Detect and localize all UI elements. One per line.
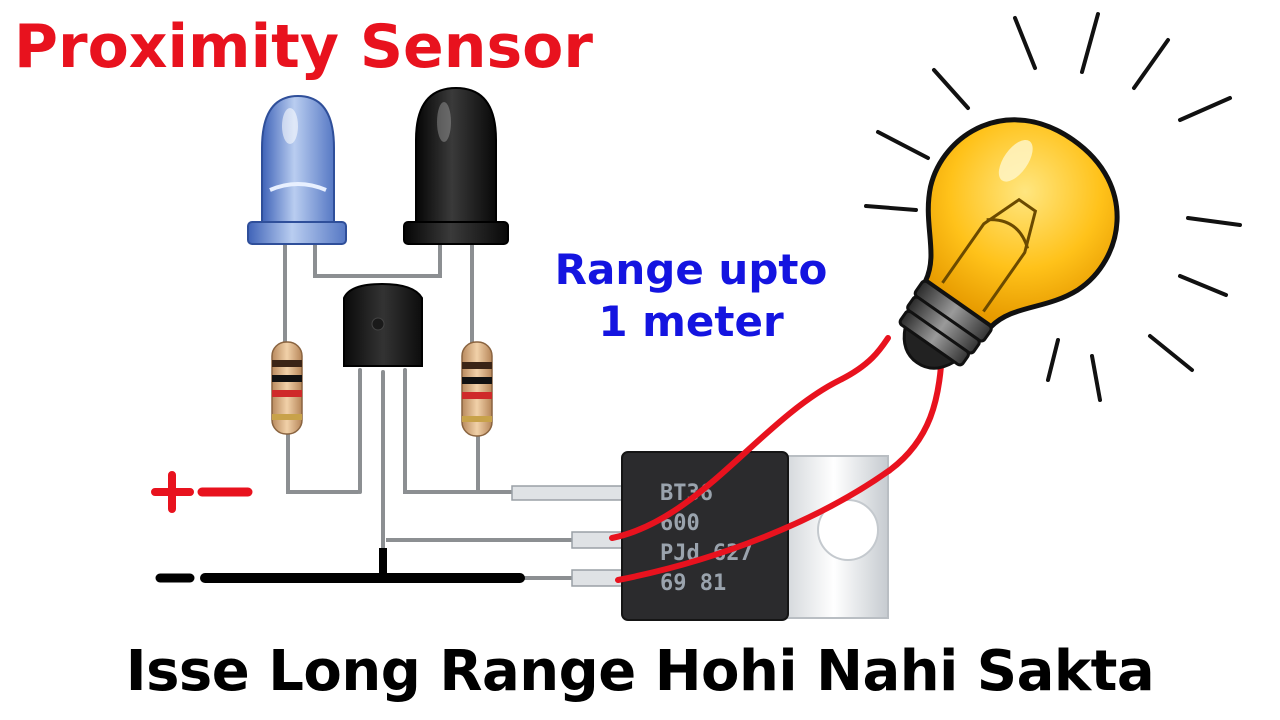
chip-line-d: 69 81 [660,571,726,596]
ground-rail [155,548,525,583]
light-bulb [898,117,1120,370]
triac-pins [511,485,625,587]
triac-leads [386,490,575,580]
blue-ir-led [247,94,347,245]
bottom-caption: Isse Long Range Hohi Nahi Sakta [125,639,1155,704]
range-line-1: Range upto [554,245,828,294]
transistor [343,282,423,367]
range-line-2: 1 meter [598,297,784,346]
component-leads [283,238,480,550]
resistor-left [271,341,303,435]
supply-markers [151,471,253,513]
black-ir-receiver [403,86,509,245]
range-label: Range upto 1 meter [496,244,886,348]
resistor-right [461,341,493,437]
red-wires [609,335,945,583]
page-title: Proximity Sensor [14,12,593,82]
light-rays [864,12,1242,402]
